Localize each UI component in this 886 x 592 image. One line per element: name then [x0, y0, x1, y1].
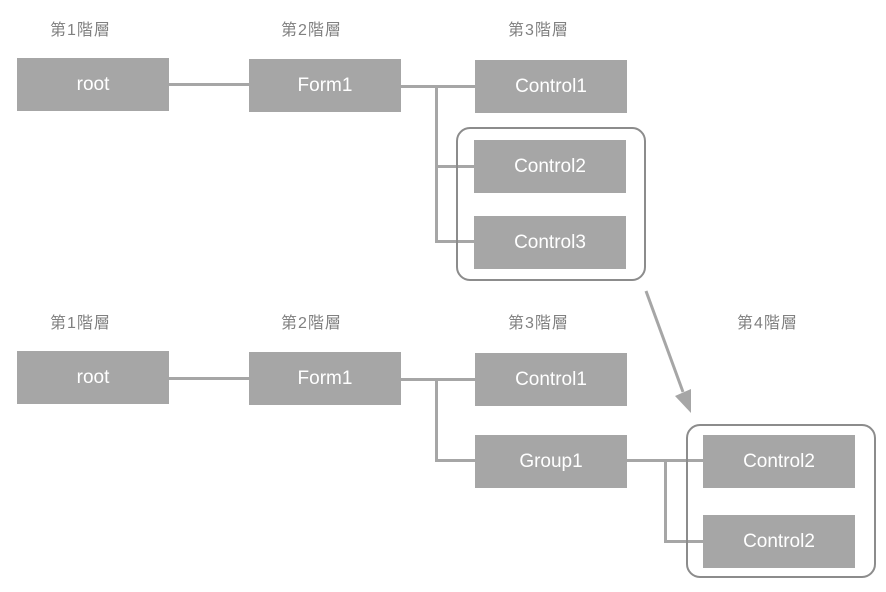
bottom-node-group1: Group1	[475, 435, 627, 488]
bottom-node-control2-first: Control2	[703, 435, 855, 488]
bottom-level1-label: 第1階層	[50, 315, 111, 332]
top-node-control2: Control2	[474, 140, 626, 193]
bottom-level3-label: 第3階層	[508, 315, 569, 332]
connector-top-to-control3	[435, 240, 475, 243]
top-level1-label: 第1階層	[50, 22, 111, 39]
connector-bottom-branch-vertical	[435, 378, 438, 461]
connector-bottom-to-group1	[435, 459, 475, 462]
connector-bottom-to-control2-second	[664, 540, 703, 543]
bottom-node-form1: Form1	[249, 352, 401, 405]
top-level3-label: 第3階層	[508, 22, 569, 39]
bottom-level4-label: 第4階層	[737, 315, 798, 332]
bottom-level2-label: 第2階層	[281, 315, 342, 332]
top-node-root: root	[17, 58, 169, 111]
top-node-form1: Form1	[249, 59, 401, 112]
bottom-node-root: root	[17, 351, 169, 404]
connector-bottom-root-form1	[167, 377, 250, 380]
top-level2-label: 第2階層	[281, 22, 342, 39]
connector-top-to-control2	[435, 165, 475, 168]
connector-bottom-group-branch-vertical	[664, 459, 667, 542]
connector-top-root-form1	[167, 83, 250, 86]
bottom-node-control2-second: Control2	[703, 515, 855, 568]
top-node-control1: Control1	[475, 60, 627, 113]
top-group-outline	[456, 127, 646, 281]
bottom-node-control1: Control1	[475, 353, 627, 406]
connector-top-branch-vertical	[435, 85, 438, 243]
bottom-group-outline	[686, 424, 876, 578]
top-node-control3: Control3	[474, 216, 626, 269]
